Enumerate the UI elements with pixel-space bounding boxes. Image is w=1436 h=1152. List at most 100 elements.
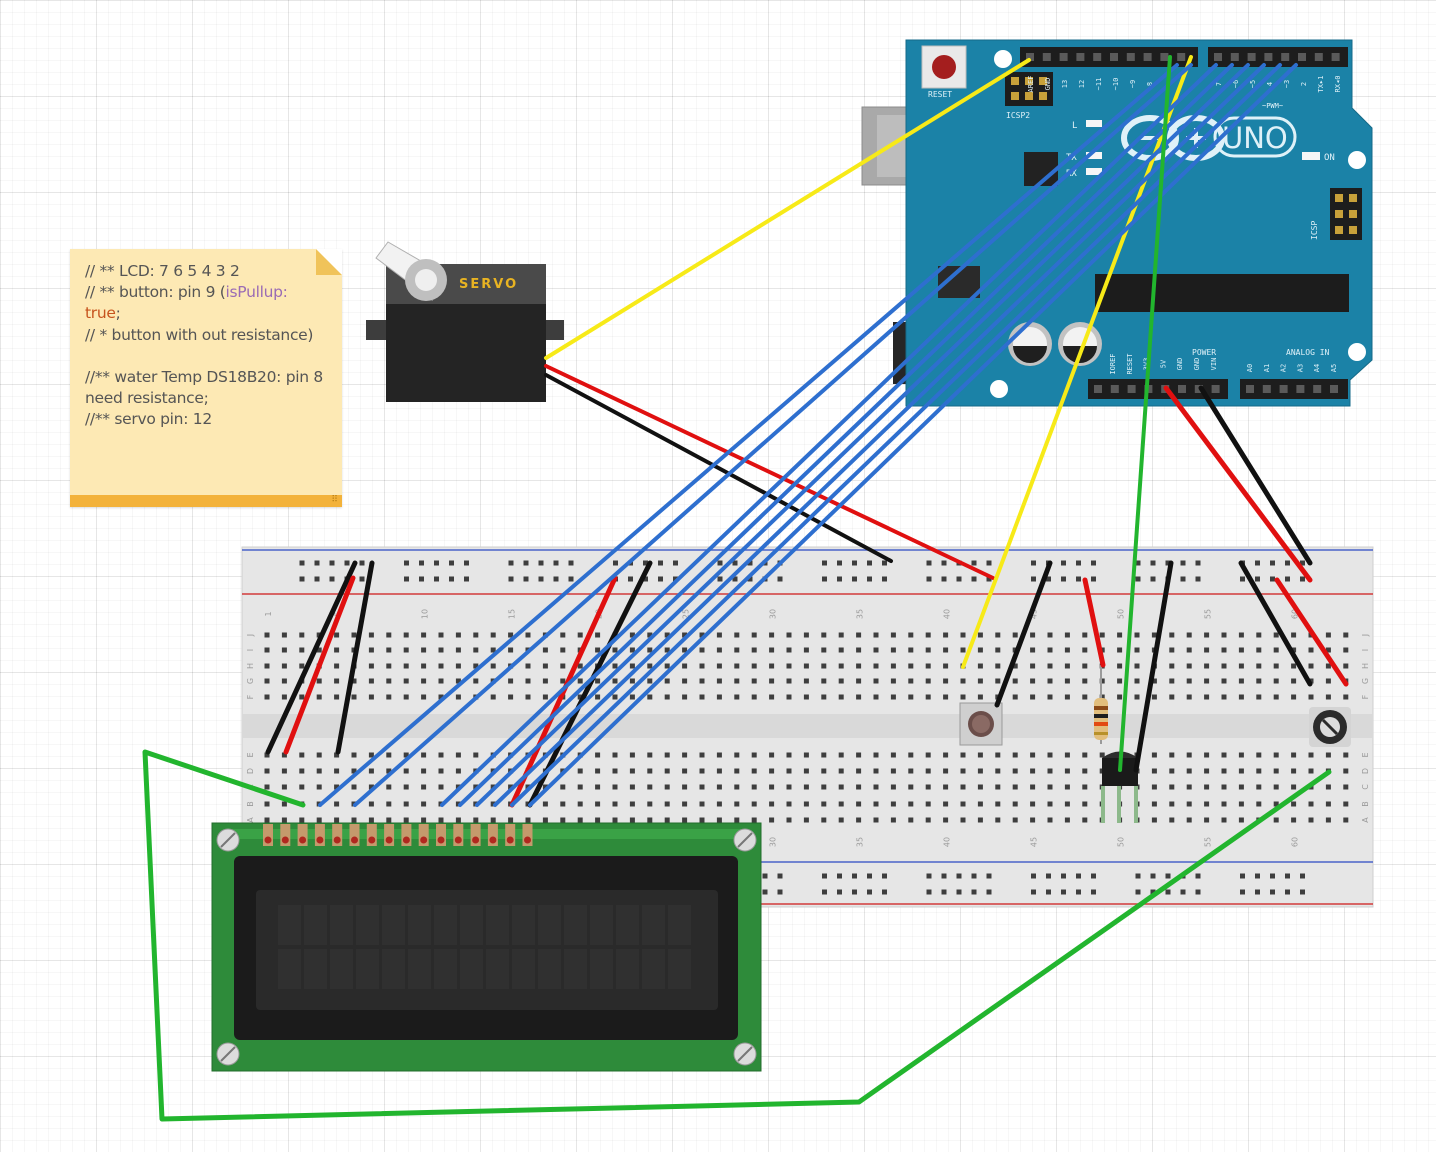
- wire-black-servo[interactable]: [544, 373, 893, 563]
- breadboard-hole: [1273, 647, 1279, 653]
- breadboard-hole: [751, 801, 757, 807]
- rail-hole: [1031, 873, 1036, 879]
- breadboard-hole: [682, 817, 688, 823]
- breadboard-hole: [386, 678, 392, 684]
- row-letter: B: [246, 801, 255, 807]
- lcd-pin: [332, 824, 343, 846]
- wire-black-gnd[interactable]: [1198, 385, 1313, 566]
- column-number: 35: [856, 837, 865, 847]
- breadboard-hole: [542, 694, 548, 700]
- wire-black-button[interactable]: [994, 560, 1053, 708]
- wire-blue-4[interactable]: [458, 63, 1234, 807]
- breadboard-hole: [1064, 647, 1070, 653]
- row-letter: D: [246, 768, 255, 774]
- breadboard-hole: [577, 801, 583, 807]
- breadboard-hole: [351, 752, 357, 758]
- breadboard-hole: [264, 817, 270, 823]
- breadboard-hole: [316, 678, 322, 684]
- header-pin: [1160, 53, 1169, 61]
- breadboard-hole: [281, 768, 287, 774]
- wire-green-loop[interactable]: [142, 749, 1332, 1122]
- wire-yellow-servo[interactable]: [544, 58, 1031, 360]
- rail-hole: [568, 576, 574, 582]
- breadboard-hole: [1308, 752, 1314, 758]
- wire-blue-6[interactable]: [493, 63, 1266, 807]
- breadboard-hole: [1117, 694, 1123, 700]
- lcd-cell: [564, 949, 587, 989]
- breadboard-hole: [856, 752, 862, 758]
- rail-hole: [1300, 576, 1305, 582]
- wire-blue-8[interactable]: [528, 63, 1298, 807]
- rail-hole: [1285, 576, 1290, 582]
- wire-red-left[interactable]: [283, 575, 356, 755]
- rail-hole: [613, 560, 618, 566]
- breadboard-hole: [890, 768, 896, 774]
- wire-red-resistor[interactable]: [1082, 577, 1106, 668]
- breadboard-hole: [629, 663, 635, 669]
- breadboard-hole: [769, 678, 775, 684]
- digital-pin-label: 8: [1146, 82, 1154, 86]
- column-number: 40: [943, 609, 952, 619]
- rail-hole: [419, 560, 424, 566]
- breadboard-hole: [1064, 768, 1070, 774]
- wire-blue-3[interactable]: [440, 63, 1218, 807]
- header-pin: [1110, 385, 1119, 393]
- note-bottom-bar: [70, 495, 342, 507]
- breadboard-hole: [1151, 784, 1157, 790]
- wire-black-left-2[interactable]: [335, 560, 375, 755]
- rail-hole: [404, 576, 409, 582]
- column-number: 30: [769, 609, 778, 619]
- breadboard-hole: [734, 801, 740, 807]
- reset-label: RESET: [928, 90, 952, 99]
- breadboard-hole: [421, 663, 427, 669]
- breadboard-hole: [1134, 647, 1140, 653]
- lcd-pin: [366, 824, 377, 846]
- potentiometer[interactable]: [1309, 707, 1351, 747]
- breadboard-hole: [525, 817, 531, 823]
- wire-black-mid[interactable]: [527, 560, 653, 808]
- sticky-note[interactable]: // ** LCD: 7 6 5 4 3 2 // ** button: pin…: [70, 249, 342, 507]
- breadboard-hole: [995, 817, 1001, 823]
- wire-black-left-1[interactable]: [265, 560, 358, 755]
- breadboard-hole: [1273, 752, 1279, 758]
- header-pin: [1330, 385, 1338, 393]
- breadboard-hole: [351, 694, 357, 700]
- servo-motor[interactable]: SERVO: [366, 241, 564, 402]
- breadboard-hole: [560, 817, 566, 823]
- wire-blue-5[interactable]: [475, 63, 1250, 807]
- note-resize-handle[interactable]: ⠿: [331, 495, 338, 505]
- digital-pin-label: 4: [1266, 82, 1274, 86]
- breadboard-hole: [351, 768, 357, 774]
- wire-blue-1[interactable]: [318, 63, 1179, 807]
- breadboard-hole: [751, 752, 757, 758]
- wire-red-servo[interactable]: [544, 364, 995, 580]
- wire-red-5v[interactable]: [1163, 385, 1313, 583]
- lcd-16x2[interactable]: [211, 822, 762, 1072]
- breadboard-hole: [977, 752, 983, 758]
- wire-black-sensor[interactable]: [1133, 560, 1174, 773]
- header-pin: [1281, 53, 1290, 61]
- breadboard-hole: [525, 694, 531, 700]
- breadboard-hole: [734, 694, 740, 700]
- note-line: //** water Temp DS18B20: pin 8 need resi…: [85, 367, 323, 408]
- breadboard-hole: [1012, 678, 1018, 684]
- rail-hole: [941, 560, 947, 566]
- breadboard-hole: [1343, 817, 1349, 823]
- breadboard-hole: [977, 678, 983, 684]
- rail-hole: [553, 560, 559, 566]
- breadboard-hole: [1047, 678, 1053, 684]
- wire-green-sensor[interactable]: [1118, 55, 1172, 772]
- wire-black-pot[interactable]: [1238, 560, 1313, 687]
- wire-red-pot[interactable]: [1274, 577, 1349, 687]
- header-pin: [1230, 53, 1239, 61]
- wire-blue-7[interactable]: [510, 63, 1282, 807]
- breadboard-hole: [716, 694, 722, 700]
- led-rx-label: RX: [1066, 169, 1077, 179]
- rail-hole: [1240, 873, 1245, 879]
- wire-blue-2[interactable]: [353, 63, 1193, 807]
- breadboard-hole: [1343, 632, 1349, 638]
- push-button[interactable]: [959, 702, 1003, 746]
- rail-hole: [673, 560, 678, 566]
- column-number: 60: [1291, 609, 1300, 619]
- rail-hole: [1165, 889, 1171, 895]
